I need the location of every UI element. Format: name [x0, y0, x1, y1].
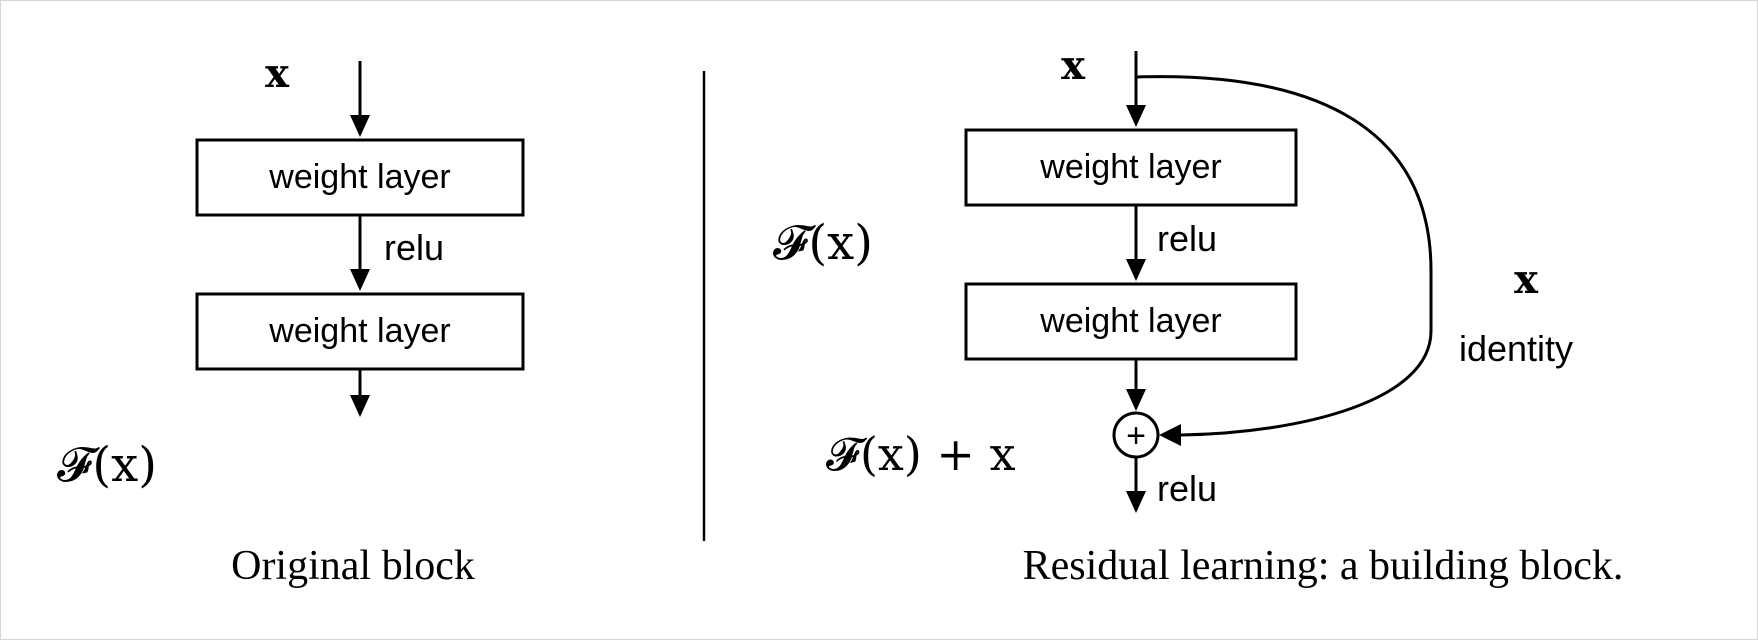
right-sum-input-arrowhead: [1126, 389, 1146, 411]
right-input-arrowhead: [1126, 105, 1146, 127]
identity-shortcut-arrowhead: [1159, 424, 1181, 446]
right-output-arrowhead: [1126, 491, 1146, 513]
left-output-arrowhead: [350, 395, 370, 417]
shortcut-identity-label: identity: [1459, 328, 1573, 369]
right-weight-layer-1-label: weight layer: [1039, 148, 1221, 186]
left-input-arrowhead: [350, 115, 370, 137]
left-weight-layer-2: [195, 292, 525, 371]
right-relu-arrowhead: [1126, 259, 1146, 281]
residual-block-diagram-panel: x weight layer relu 𝓕(x) weight layer + …: [773, 42, 1623, 589]
right-output-relu-label: relu: [1157, 468, 1217, 509]
right-caption: Residual learning: a building block.: [1023, 543, 1624, 589]
right-weight-layer-2: [964, 282, 1298, 361]
left-weight-layer-2-label: weight layer: [268, 312, 450, 350]
right-relu-label: relu: [1157, 218, 1217, 259]
right-input-label: x: [1061, 42, 1086, 89]
left-caption: Original block: [231, 543, 475, 589]
right-function-label: 𝓕(x): [773, 215, 873, 271]
right-sum-label: 𝓕(x) + x: [826, 427, 1016, 481]
original-block-diagram: x weight layer relu weight layer 𝓕(x) Or…: [57, 50, 525, 589]
left-relu-label: relu: [384, 227, 444, 268]
left-weight-layer-1-label: weight layer: [268, 158, 450, 196]
sum-plus-symbol: +: [1126, 417, 1146, 455]
identity-shortcut-path: [1135, 75, 1433, 437]
left-relu-arrowhead: [350, 269, 370, 291]
right-weight-layer-2-label: weight layer: [1039, 302, 1221, 340]
shortcut-x-label: x: [1514, 256, 1539, 303]
left-input-label: x: [265, 50, 290, 97]
right-weight-layer-1: [964, 128, 1298, 207]
left-output-label: 𝓕(x): [57, 437, 157, 493]
